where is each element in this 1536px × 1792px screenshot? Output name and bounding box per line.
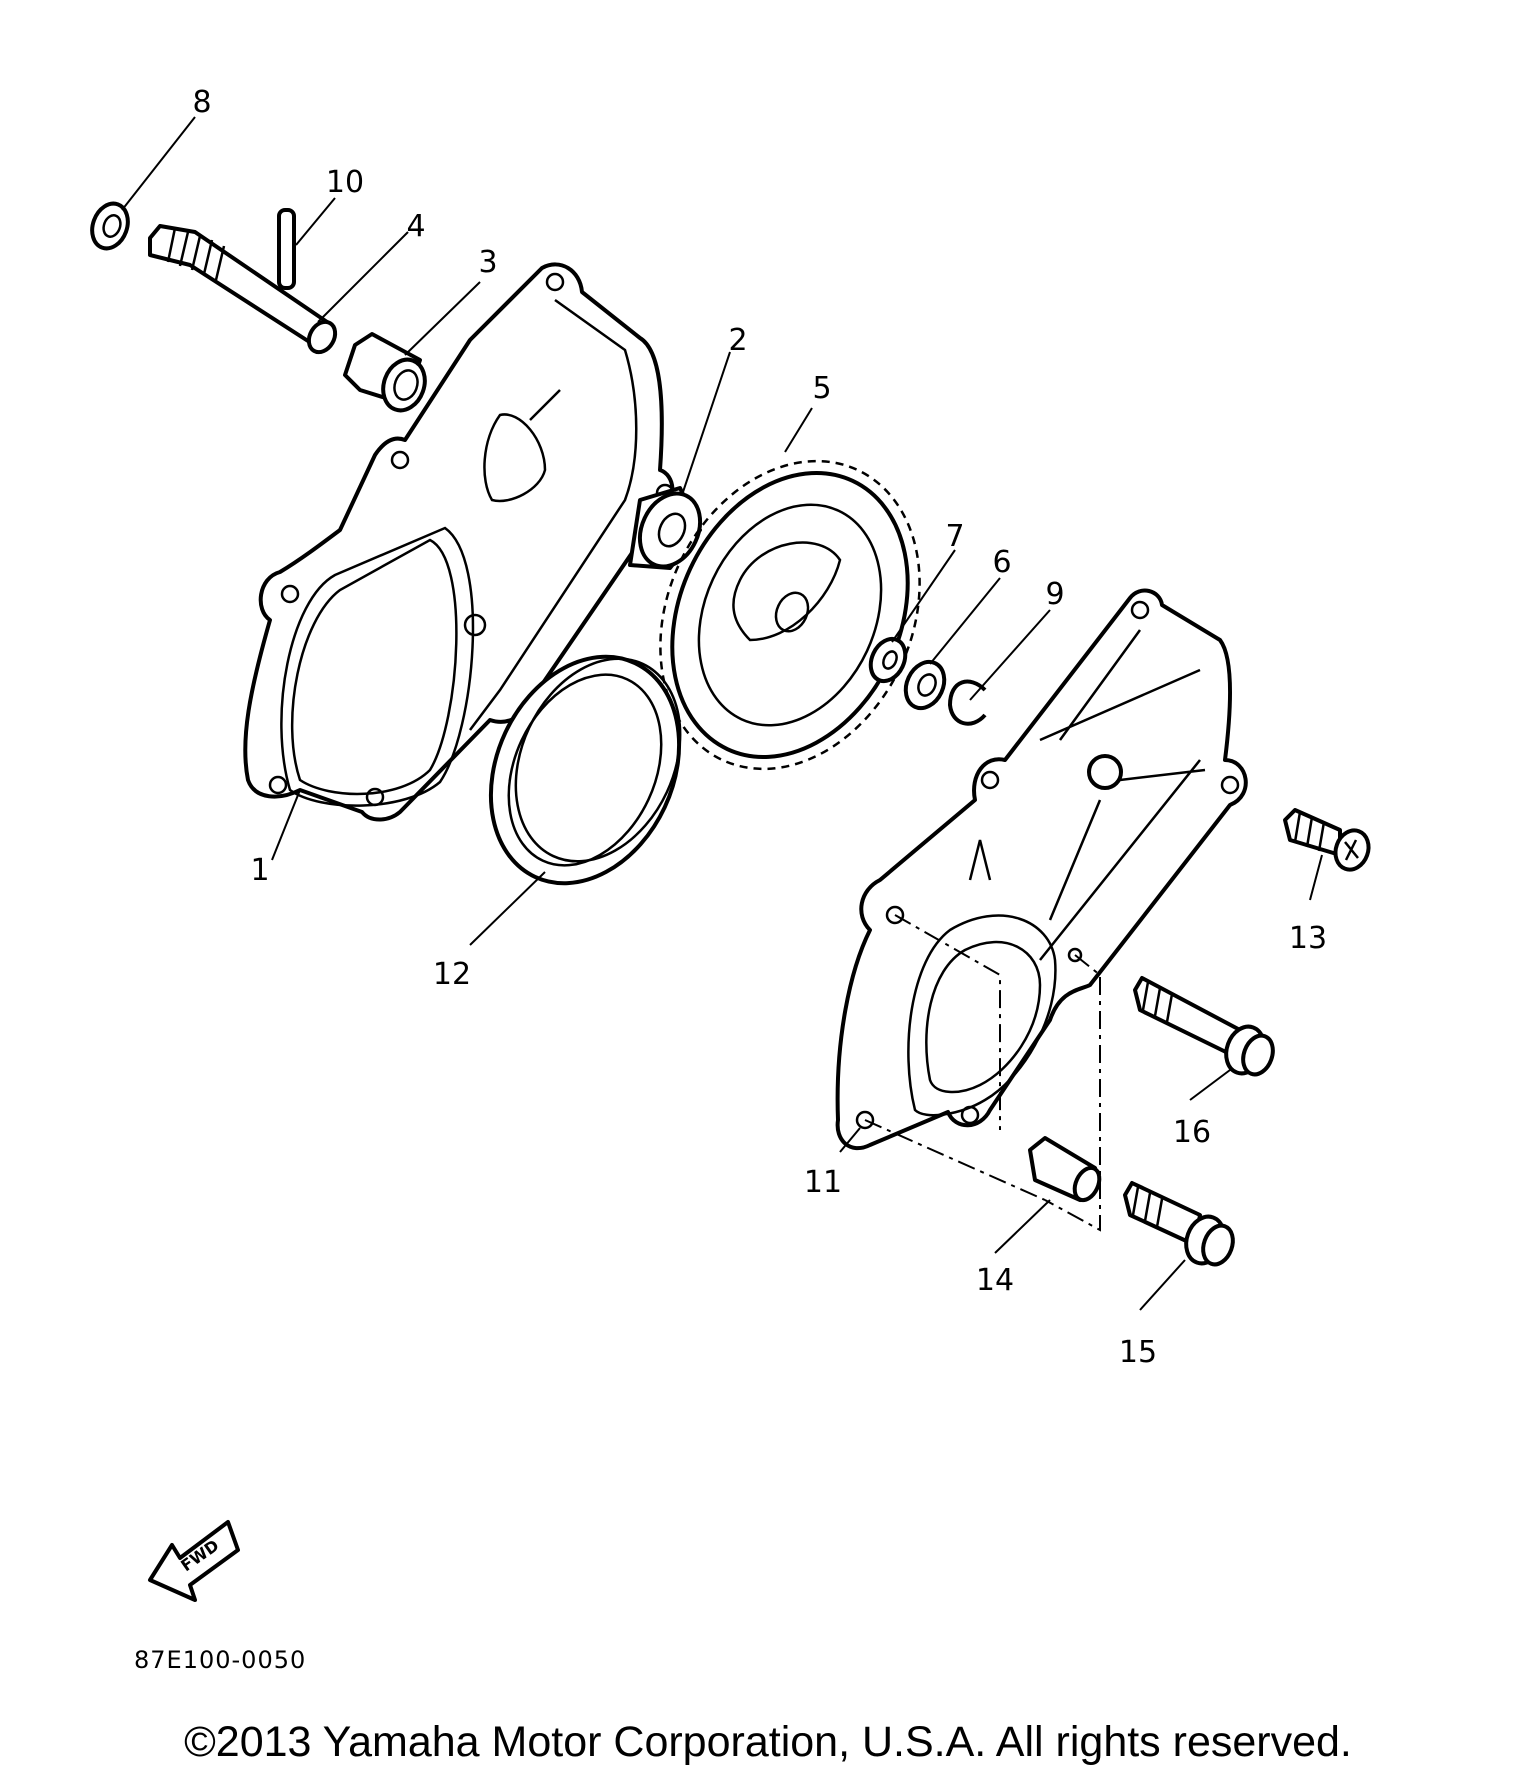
callout-10: 10 bbox=[326, 165, 364, 200]
callout-13: 13 bbox=[1289, 921, 1327, 956]
drawing-code: 87E100-0050 bbox=[134, 1646, 306, 1674]
part-15-bolt bbox=[1123, 1181, 1235, 1267]
callout-1: 1 bbox=[250, 853, 269, 888]
part-4-shaft bbox=[148, 224, 338, 355]
callout-8: 8 bbox=[192, 85, 211, 120]
part-3-bushing bbox=[343, 332, 427, 413]
callout-12: 12 bbox=[433, 957, 471, 992]
part-12-seal bbox=[488, 654, 682, 886]
leader-lines bbox=[121, 116, 1323, 1311]
part-14-dowel bbox=[1028, 1136, 1102, 1203]
part-8-washer bbox=[90, 201, 130, 251]
callout-7: 7 bbox=[945, 519, 964, 554]
callout-14: 14 bbox=[976, 1263, 1014, 1298]
part-6-washer bbox=[903, 659, 947, 711]
callout-5: 5 bbox=[812, 371, 831, 406]
callout-4: 4 bbox=[406, 209, 425, 244]
callout-16: 16 bbox=[1173, 1115, 1211, 1150]
fwd-arrow-icon: FWD bbox=[148, 1520, 240, 1602]
part-13-screw bbox=[1283, 808, 1371, 872]
part-5-gear bbox=[659, 459, 921, 771]
callout-15: 15 bbox=[1119, 1335, 1157, 1370]
callout-numbers: 1 2 3 4 5 6 7 8 9 10 11 12 13 14 15 16 bbox=[192, 85, 1327, 1370]
callout-6: 6 bbox=[992, 545, 1011, 580]
callout-9: 9 bbox=[1045, 577, 1064, 612]
part-11-outer-cover bbox=[835, 588, 1248, 1151]
part-7-washer bbox=[868, 636, 908, 684]
part-16-bolt bbox=[1133, 976, 1275, 1077]
part-2-bearing bbox=[628, 486, 703, 570]
copyright-notice: ©2013 Yamaha Motor Corporation, U.S.A. A… bbox=[184, 1718, 1352, 1766]
alignment-lines bbox=[864, 914, 1101, 1232]
part-10-pin bbox=[277, 208, 296, 290]
callout-3: 3 bbox=[478, 245, 497, 280]
callout-2: 2 bbox=[728, 323, 747, 358]
callout-11: 11 bbox=[804, 1165, 842, 1200]
